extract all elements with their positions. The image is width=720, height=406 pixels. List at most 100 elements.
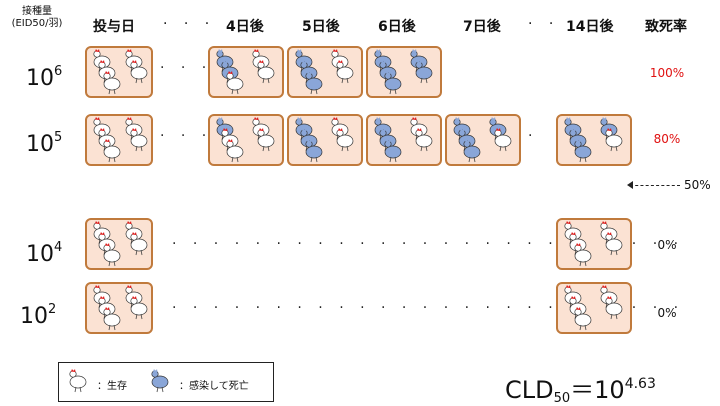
header-day4: 4日後 bbox=[226, 19, 264, 35]
alive-chicken-icon bbox=[130, 128, 148, 152]
chicken-group bbox=[93, 221, 148, 267]
header-dots-2: · · bbox=[528, 16, 560, 32]
alive-chicken-icon bbox=[69, 369, 87, 393]
header-mortality: 致死率 bbox=[645, 19, 687, 35]
mortality-row-1: 100% bbox=[649, 66, 685, 80]
header-day7: 7日後 bbox=[463, 19, 501, 35]
dead-chicken-icon bbox=[305, 71, 323, 95]
legend-dead-icon bbox=[147, 366, 175, 400]
chicken-group bbox=[564, 285, 623, 331]
alive-chicken-icon bbox=[103, 71, 121, 95]
alive-chicken-icon bbox=[130, 232, 148, 256]
alive-chicken-icon bbox=[605, 232, 623, 256]
dead-chicken-icon bbox=[415, 60, 433, 84]
dead-chicken-icon bbox=[305, 139, 323, 163]
dose-row-3: 104 bbox=[26, 236, 62, 267]
chicken-group bbox=[216, 49, 275, 95]
alive-chicken-icon bbox=[69, 369, 87, 393]
cld-exp: 4.63 bbox=[624, 376, 656, 392]
dose-base: 10 bbox=[26, 132, 54, 157]
alive-chicken-icon bbox=[336, 60, 354, 84]
mortality-row-3: 0% bbox=[657, 238, 677, 252]
timeline-dots: · · · bbox=[160, 128, 213, 144]
cld-prefix: CLD bbox=[505, 376, 554, 404]
dead-chicken-icon bbox=[574, 139, 592, 163]
dose-header-line2: (EID50/羽) bbox=[11, 18, 63, 29]
dead-chicken-icon bbox=[151, 369, 169, 393]
chicken-group-box bbox=[287, 114, 363, 166]
dose-exp: 6 bbox=[54, 64, 63, 79]
chicken-group-box bbox=[556, 282, 632, 334]
dead-chicken-icon bbox=[384, 71, 402, 95]
chicken-group bbox=[564, 221, 623, 267]
cld50-result: CLD50＝104.63 bbox=[505, 370, 656, 406]
alive-chicken-icon bbox=[103, 243, 121, 267]
chicken-group bbox=[295, 117, 354, 163]
alive-chicken-icon bbox=[103, 139, 121, 163]
dose-row-4: 102 bbox=[20, 298, 56, 329]
chicken-group-box bbox=[85, 114, 153, 166]
legend-alive-icon bbox=[65, 366, 93, 400]
alive-chicken-icon bbox=[257, 128, 275, 152]
chicken-group bbox=[453, 117, 512, 163]
alive-chicken-icon bbox=[605, 296, 623, 320]
chicken-group bbox=[93, 285, 148, 331]
dose-exp: 5 bbox=[54, 130, 63, 145]
header-day0: 投与日 bbox=[93, 19, 135, 35]
alive-chicken-icon bbox=[415, 128, 433, 152]
chicken-group bbox=[564, 117, 623, 163]
chicken-group-box bbox=[208, 114, 284, 166]
alive-chicken-icon bbox=[574, 243, 592, 267]
dose-base: 10 bbox=[26, 242, 54, 267]
alive-chicken-icon bbox=[125, 221, 143, 245]
cld-sub: 50 bbox=[553, 391, 571, 406]
header-day6: 6日後 bbox=[378, 19, 416, 35]
chicken-group-box bbox=[85, 282, 153, 334]
alive-chicken-icon bbox=[130, 296, 148, 320]
legend-alive-label: ：生存 bbox=[97, 381, 127, 392]
timeline-dots: · bbox=[528, 128, 539, 144]
chicken-group bbox=[216, 117, 275, 163]
dose-header: 接種量 (EID50/羽) bbox=[2, 6, 72, 30]
alive-chicken-icon bbox=[605, 128, 623, 152]
chicken-group-box bbox=[366, 114, 442, 166]
dose-exp: 2 bbox=[48, 302, 57, 317]
chicken-group bbox=[93, 49, 148, 95]
timeline-dots-long: · · · · · · · · · · · · · · · · · · · · … bbox=[172, 300, 685, 316]
arrow-50-head bbox=[627, 181, 633, 189]
dose-base: 10 bbox=[20, 304, 48, 329]
dose-row-2: 105 bbox=[26, 126, 62, 157]
dead-chicken-icon bbox=[463, 139, 481, 163]
dead-chicken-icon bbox=[384, 139, 402, 163]
dose-exp: 4 bbox=[54, 240, 63, 255]
alive-chicken-icon bbox=[336, 128, 354, 152]
timeline-dots-long: · · · · · · · · · · · · · · · · · · · · … bbox=[172, 236, 685, 252]
chicken-group bbox=[374, 49, 433, 95]
chicken-group bbox=[93, 117, 148, 163]
alive-chicken-icon bbox=[103, 307, 121, 331]
dose-base: 10 bbox=[26, 66, 54, 91]
alive-chicken-icon bbox=[226, 139, 244, 163]
mortality-row-2: 80% bbox=[653, 132, 681, 146]
cld-eq: ＝10 bbox=[570, 376, 625, 404]
chicken-group-box bbox=[208, 46, 284, 98]
dead-chicken-icon bbox=[453, 117, 471, 141]
chicken-group-box bbox=[287, 46, 363, 98]
alive-chicken-icon bbox=[130, 60, 148, 84]
chicken-group-box bbox=[85, 46, 153, 98]
legend-dead-label: ：感染して死亡 bbox=[179, 381, 249, 392]
timeline-dots: · · · bbox=[160, 60, 213, 76]
arrow-50-line bbox=[630, 185, 680, 186]
chicken-group-box bbox=[556, 218, 632, 270]
alive-chicken-icon bbox=[574, 307, 592, 331]
marker-50-label: 50% bbox=[684, 178, 711, 192]
chicken-group-box bbox=[445, 114, 521, 166]
chicken-group bbox=[374, 117, 433, 163]
chicken-group-box bbox=[85, 218, 153, 270]
chicken-group-box bbox=[556, 114, 632, 166]
alive-chicken-icon bbox=[494, 128, 512, 152]
alive-chicken-icon bbox=[226, 71, 244, 95]
alive-chicken-icon bbox=[257, 60, 275, 84]
header-day5: 5日後 bbox=[302, 19, 340, 35]
dose-header-line1: 接種量 bbox=[22, 6, 52, 17]
